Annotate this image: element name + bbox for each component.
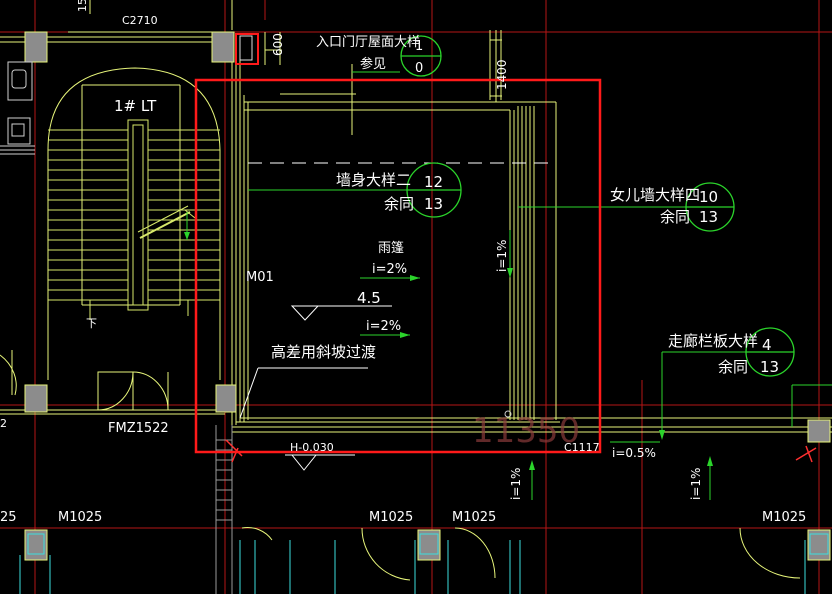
slope-2pct: i=2% [372,262,407,277]
callout-circles [400,35,795,377]
parapet4-title: 女儿墙大样四 [610,186,700,204]
columns [24,31,831,561]
parapet4-sheet: 13 [699,208,718,226]
parapet2-ref: 余同 [384,195,414,213]
break-marks [225,439,817,463]
level-45: 4.5 [357,289,381,307]
leader-lines [186,71,832,500]
entrance-callout-sheet: 0 [415,61,423,76]
door-m1025-b: M1025 [58,510,102,525]
door-m1025-e: M1025 [762,510,806,525]
h-level: H-0.030 [290,441,334,454]
slope-bottom-1: i=1% [509,468,523,500]
stair-label: 1# LT [114,97,157,115]
slope-corridor: i=0.5% [612,446,656,460]
fixtures [0,61,35,155]
door-m1025-a: 25 [0,510,17,525]
corridor-num: 4 [762,336,772,354]
stair-treads [48,119,220,320]
corridor-ref: 余同 [718,358,748,376]
door-m1025-d: M1025 [452,510,496,525]
slope-bottom-2: i=1% [689,468,703,500]
c-label: C1117 [564,441,600,454]
door-m1025-c: M1025 [369,510,413,525]
parapet2-num: 12 [424,173,443,191]
dim-large: 11350 [472,411,580,451]
corridor-sheet: 13 [760,358,779,376]
selection-highlight-box[interactable] [194,78,602,454]
door-fmz: FMZ1522 [108,421,169,436]
dim-600: 600 [271,33,285,56]
window-label: C2710 [122,14,158,27]
door-swings [0,350,801,581]
level-markers [239,305,392,471]
entrance-callout-title: 入口门厅屋面大样 [316,35,420,50]
doors [19,533,829,594]
dimension-lines [89,0,502,102]
selection-highlight-small[interactable] [235,33,259,65]
door-m01: M01 [246,270,274,285]
slope-vertical: i=1% [495,240,509,272]
corridor-title: 走廊栏板大样 [668,332,758,350]
parapet4-ref: 余同 [660,208,690,226]
axis-left-frag: 2 [0,417,7,430]
parapet2-sheet: 13 [424,195,443,213]
drain-marker [504,410,512,418]
dim-1400: 1400 [495,59,509,90]
parapet4-num: 10 [699,188,718,206]
entrance-callout-num: 1 [415,39,423,54]
parapet2-title: 墙身大样二 [336,171,411,189]
canopy-label: 雨篷 [378,241,404,256]
dim-top-stub: 15 [76,0,89,12]
slope-2pct-b: i=2% [366,319,401,334]
slope-arrows [184,232,713,470]
entrance-callout-ref: 参见 [360,56,386,72]
transition-note: 高差用斜坡过渡 [271,343,376,361]
down-mark: 下 [86,317,97,330]
